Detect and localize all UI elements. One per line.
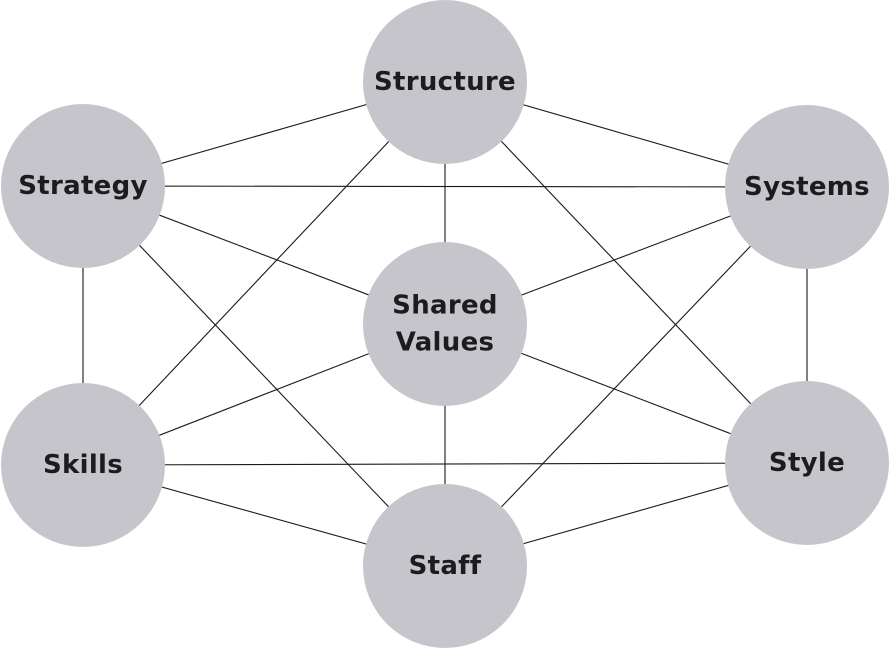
edge-strategy-staff <box>82 185 446 567</box>
node-circle-systems <box>725 105 889 269</box>
node-label-structure: Structure <box>374 67 516 97</box>
node-circle-shared-values <box>363 242 527 406</box>
node-structure: Structure <box>363 0 527 164</box>
edge-structure-skills <box>82 81 446 466</box>
node-label-shared-values-line-1: Shared <box>392 291 498 321</box>
node-label-style: Style <box>769 448 845 478</box>
edge-structure-style <box>444 81 808 464</box>
node-style: Style <box>725 381 889 545</box>
edge-skills-style <box>82 462 808 466</box>
edge-systems-staff <box>444 186 808 567</box>
node-staff: Staff <box>363 484 527 648</box>
node-strategy: Strategy <box>1 104 165 268</box>
node-label-staff: Staff <box>409 551 482 581</box>
node-skills: Skills <box>1 383 165 547</box>
node-label-skills: Skills <box>43 450 123 480</box>
node-circle-staff <box>363 484 527 648</box>
node-circle-strategy <box>1 104 165 268</box>
node-label-strategy: Strategy <box>18 171 148 201</box>
node-label-systems: Systems <box>744 172 870 202</box>
node-systems: Systems <box>725 105 889 269</box>
node-circle-structure <box>363 0 527 164</box>
edge-strategy-systems <box>82 185 808 188</box>
node-label-shared-values-line-2: Values <box>396 328 495 358</box>
node-circle-skills <box>1 383 165 547</box>
node-circle-style <box>725 381 889 545</box>
